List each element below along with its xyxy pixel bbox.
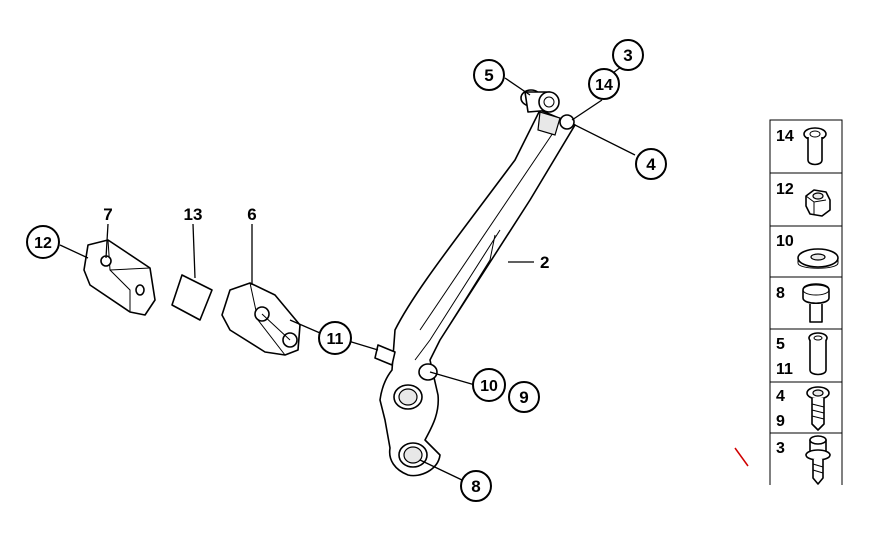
callout-11: 11 bbox=[318, 321, 352, 355]
callout-9: 9 bbox=[508, 381, 540, 413]
collar-screw-icon bbox=[805, 435, 831, 485]
legend-table: 14 12 10 8 5 11 bbox=[769, 119, 843, 485]
svg-text:8: 8 bbox=[471, 477, 480, 496]
svg-text:14: 14 bbox=[595, 77, 613, 94]
legend-label: 11 bbox=[776, 361, 793, 378]
legend-label: 4 bbox=[776, 388, 785, 405]
cover-part bbox=[83, 239, 156, 316]
rubber-buffer-icon bbox=[802, 283, 830, 323]
legend-label: 14 bbox=[776, 128, 794, 145]
callout-10: 10 bbox=[472, 368, 506, 402]
legend-label: 8 bbox=[776, 285, 785, 302]
svg-text:6: 6 bbox=[247, 205, 256, 224]
callout-8: 8 bbox=[460, 470, 492, 502]
legend-label: 9 bbox=[776, 413, 785, 430]
legend-label: 12 bbox=[776, 181, 794, 198]
label-2: 2 bbox=[540, 253, 549, 272]
torx-screw-icon bbox=[806, 386, 830, 431]
legend-label: 10 bbox=[776, 233, 794, 250]
callout-5: 5 bbox=[473, 59, 505, 91]
svg-text:9: 9 bbox=[519, 388, 528, 407]
hex-nut-icon bbox=[805, 189, 831, 217]
main-lever bbox=[374, 89, 576, 477]
svg-text:4: 4 bbox=[646, 155, 656, 174]
leader-lines bbox=[59, 63, 636, 481]
legend-label: 3 bbox=[776, 440, 785, 457]
label-13: 13 bbox=[184, 205, 203, 224]
callout-14: 14 bbox=[588, 68, 620, 100]
pad-part bbox=[171, 274, 213, 321]
svg-text:3: 3 bbox=[623, 46, 632, 65]
label-6: 6 bbox=[247, 205, 256, 224]
callout-12: 12 bbox=[26, 225, 60, 259]
svg-text:11: 11 bbox=[327, 331, 344, 348]
red-mark bbox=[734, 447, 749, 467]
svg-text:2: 2 bbox=[540, 253, 549, 272]
svg-text:5: 5 bbox=[484, 66, 493, 85]
svg-text:7: 7 bbox=[103, 205, 112, 224]
svg-text:13: 13 bbox=[184, 205, 203, 224]
svg-text:10: 10 bbox=[480, 378, 498, 395]
washer-icon bbox=[797, 248, 839, 269]
callout-3: 3 bbox=[612, 39, 644, 71]
bushing-icon bbox=[808, 332, 828, 376]
legend-label: 5 bbox=[776, 336, 785, 353]
sleeve-icon bbox=[803, 127, 827, 166]
svg-text:12: 12 bbox=[34, 235, 52, 252]
holder-part bbox=[221, 282, 301, 356]
callout-4: 4 bbox=[635, 148, 667, 180]
label-7: 7 bbox=[103, 205, 112, 224]
